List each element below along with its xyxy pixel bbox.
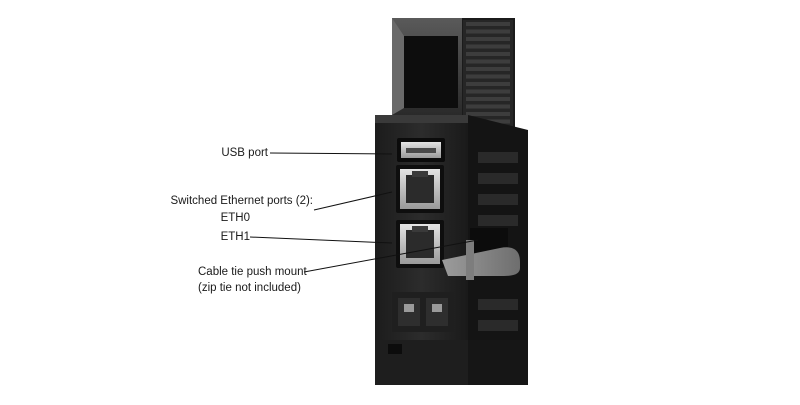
- din-rail-clip: [375, 340, 528, 385]
- eth0-port: [396, 165, 444, 213]
- leader-usb-port: [269, 152, 393, 155]
- terminal-tooth: [466, 37, 510, 41]
- cable-tie-mount: [442, 228, 520, 280]
- terminal-tooth: [466, 59, 510, 64]
- terminal-tooth: [466, 22, 510, 26]
- eth1-label: ETH1: [220, 231, 250, 243]
- eth1-port: [396, 220, 444, 268]
- eth0-label: ETH0: [220, 212, 250, 224]
- terminal-tooth: [466, 52, 510, 56]
- usb-port-label: USB port: [221, 147, 268, 159]
- cable-tie-label-line1: Cable tie push mount: [198, 266, 307, 278]
- vent-slot: [478, 320, 518, 331]
- cable-tie-label-line2: (zip tie not included): [198, 282, 301, 294]
- terminal-tooth: [466, 89, 510, 94]
- top-faceplate: [392, 18, 462, 115]
- vent-slot: [478, 194, 518, 205]
- terminal-tooth: [466, 29, 510, 34]
- vent-slot: [478, 215, 518, 226]
- leader-eth1: [249, 236, 393, 244]
- terminal-tooth: [466, 44, 510, 49]
- ethernet-heading-label: Switched Ethernet ports (2):: [170, 195, 313, 207]
- terminal-tooth: [466, 97, 510, 101]
- vent-slot: [478, 152, 518, 163]
- leader-cable-tie: [303, 239, 479, 273]
- terminal-tooth: [466, 112, 510, 116]
- power-connector: [392, 292, 454, 332]
- vent-slot: [478, 299, 518, 310]
- leader-eth0: [313, 191, 393, 211]
- terminal-tooth: [466, 82, 510, 86]
- leader-lines: [249, 152, 479, 273]
- usb-port: [397, 138, 445, 162]
- terminal-tooth: [466, 67, 510, 71]
- terminal-tooth: [466, 104, 510, 109]
- terminal-tooth: [466, 74, 510, 79]
- vent-slot: [478, 173, 518, 184]
